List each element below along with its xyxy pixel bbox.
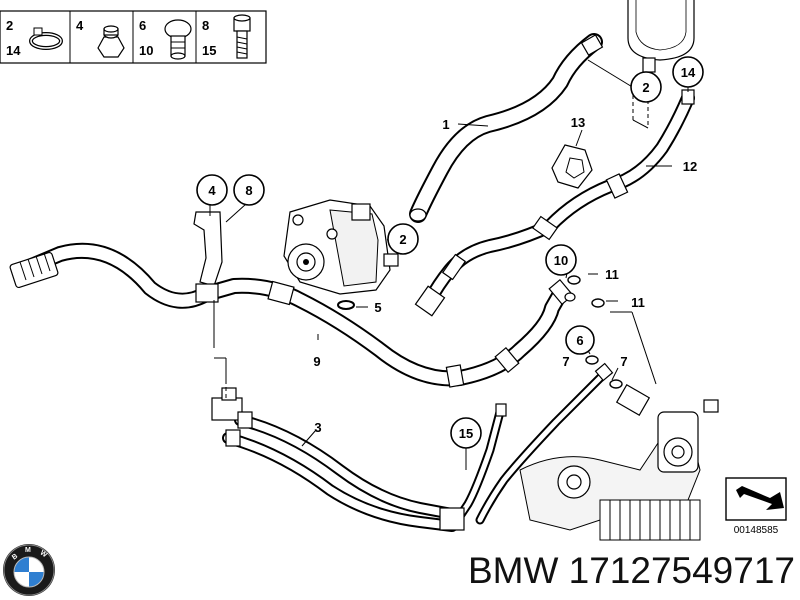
bolt-icon <box>233 14 251 59</box>
callout-2-reservoir-circle <box>630 71 662 103</box>
svg-text:W: W <box>39 550 49 560</box>
banjo-bolt-icon <box>164 19 192 60</box>
legend-num-14: 14 <box>6 43 21 58</box>
bmw-logo: B M W <box>3 544 55 596</box>
callout-4-circle <box>196 174 228 206</box>
part-number-caption: BMW 17127549717 <box>467 550 795 591</box>
callout-15-circle <box>450 417 482 449</box>
legend-num-10: 10 <box>139 43 153 58</box>
callout-4: 4 <box>208 183 216 198</box>
diagram-code: 00148585 <box>734 525 779 536</box>
steering-gear <box>519 384 719 541</box>
hose-12 <box>414 89 695 317</box>
legend-num-8: 8 <box>202 18 209 33</box>
reservoir <box>627 0 695 129</box>
callout-11-lower: 11 <box>631 295 645 310</box>
callout-11-upper: 11 <box>605 267 619 282</box>
callout-13: 13 <box>571 115 585 130</box>
callout-7-right: 7 <box>620 354 627 369</box>
callout-2-reservoir: 2 <box>642 80 649 95</box>
power-steering-pump <box>283 199 399 310</box>
hose-3 <box>211 380 458 532</box>
callout-8-circle <box>233 174 265 206</box>
clip-13 <box>551 144 593 189</box>
callout-3: 3 <box>314 420 321 435</box>
callout-14-circle <box>672 56 704 88</box>
callout-14: 14 <box>681 65 696 80</box>
callout-15: 15 <box>459 426 473 441</box>
hose-9 <box>9 242 574 388</box>
hose-clamp-icon <box>29 27 63 50</box>
callout-5: 5 <box>374 300 381 315</box>
callout-8: 8 <box>245 183 252 198</box>
callout-10: 10 <box>554 253 568 268</box>
callout-6-circle <box>565 325 595 355</box>
callout-labels: 1 2 2 3 4 5 6 7 7 8 9 10 11 11 12 13 14 … <box>208 65 697 441</box>
hose-1 <box>409 33 604 223</box>
callout-10-circle <box>545 244 577 276</box>
legend-num-4: 4 <box>76 18 84 33</box>
legend-strip: 2 14 4 6 10 8 15 <box>0 10 267 64</box>
svg-text:M: M <box>25 547 31 554</box>
callout-9: 9 <box>313 354 320 369</box>
pipes-15 <box>439 362 614 531</box>
bracket-4 <box>193 211 223 287</box>
washers <box>564 275 623 389</box>
callout-12: 12 <box>683 159 697 174</box>
nut-icon <box>97 25 125 58</box>
legend-num-2: 2 <box>6 18 13 33</box>
diagram-id-box: 00148585 <box>725 477 787 536</box>
callout-6: 6 <box>576 333 583 348</box>
legend-num-15: 15 <box>202 43 216 58</box>
callout-2-pump: 2 <box>399 232 406 247</box>
callout-2-pump-circle <box>387 223 419 255</box>
svg-text:B: B <box>11 553 19 562</box>
callout-7-left: 7 <box>562 354 569 369</box>
legend-num-6: 6 <box>139 18 146 33</box>
callout-1: 1 <box>442 117 449 132</box>
callouts <box>196 56 704 449</box>
